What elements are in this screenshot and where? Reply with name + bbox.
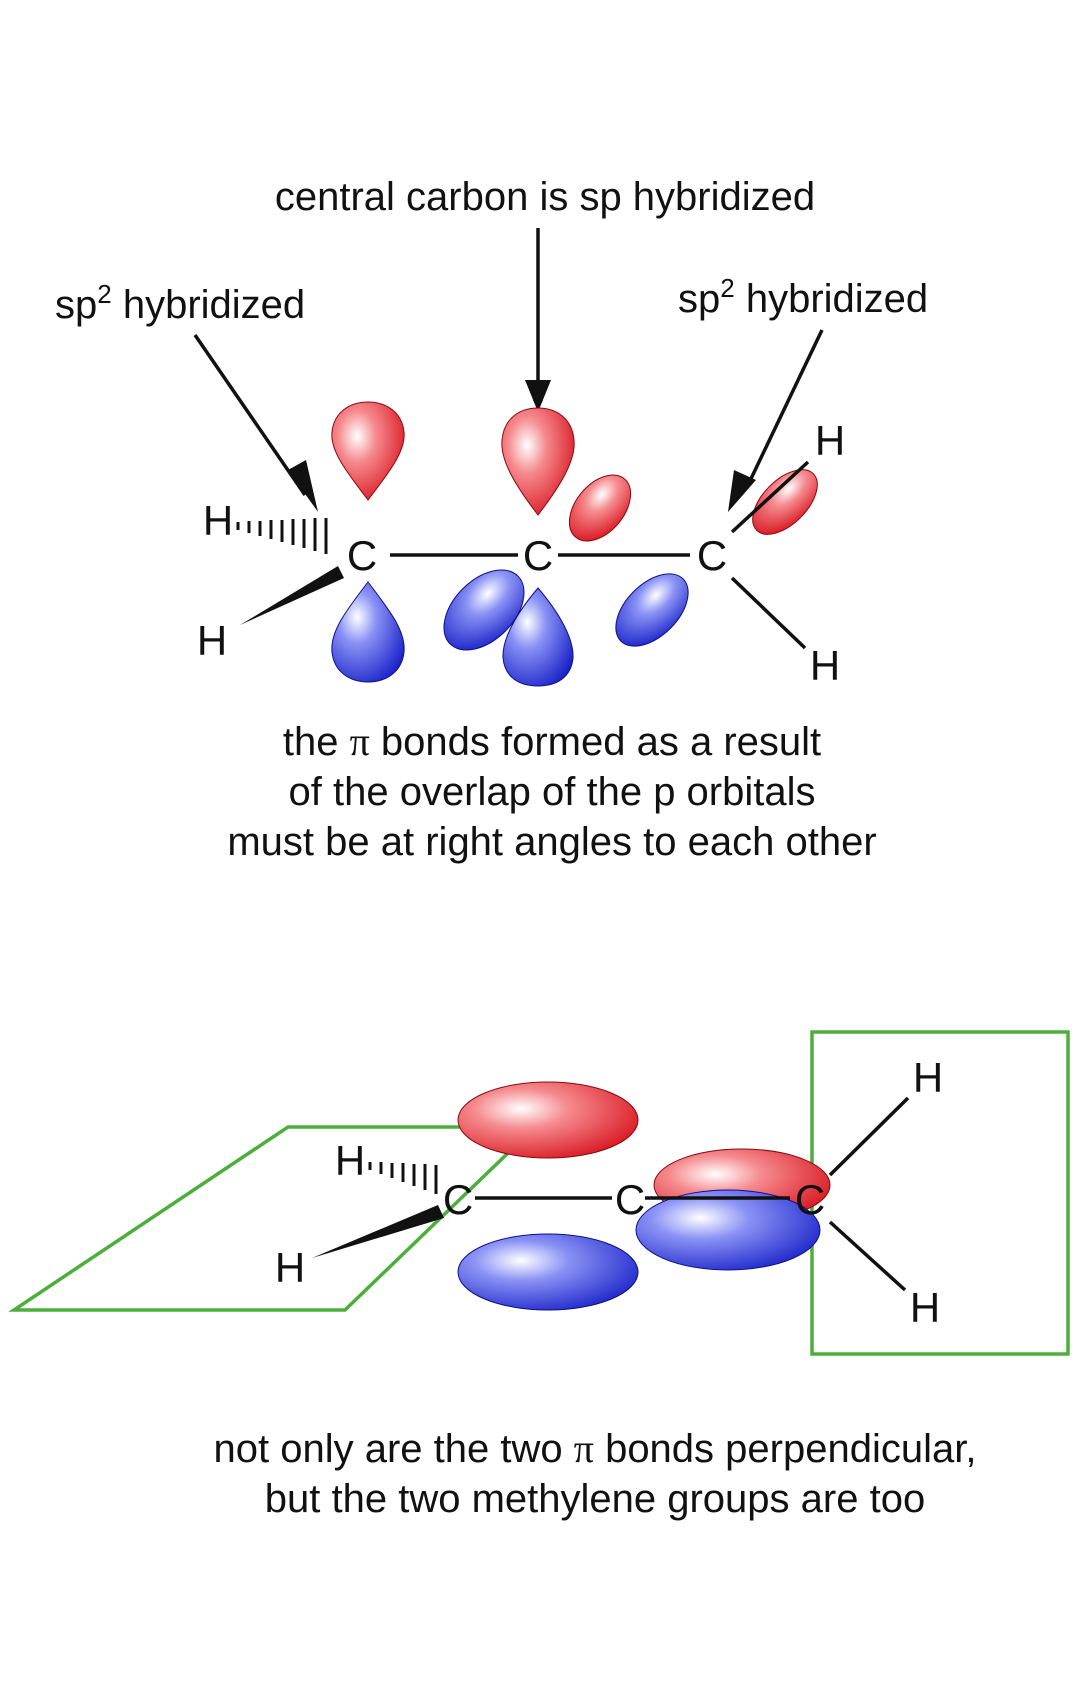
right-p-orbital-bottom-lobe-flat <box>635 1189 821 1271</box>
atom-c-left-bottom: C <box>443 1176 473 1223</box>
bond-c3-h-bottom <box>730 576 807 650</box>
center-angled-orbital-lower-lobe <box>443 569 525 651</box>
atom-c-right-bottom: C <box>795 1176 825 1223</box>
atom-h-left-hashed-bottom: H <box>335 1137 365 1184</box>
bottom-diagram: C C C H H H H not only are the two π bon… <box>8 1030 1070 1521</box>
hashed-bond-left <box>236 518 328 554</box>
top-caption-line3: must be at right angles to each other <box>227 820 876 864</box>
left-p-orbital-bottom-lobe <box>331 581 405 683</box>
top-caption-line1: the π bonds formed as a result <box>283 719 821 764</box>
top-caption-line2: of the overlap of the p orbitals <box>289 770 816 814</box>
center-arrow-head <box>525 380 551 412</box>
atom-h-right-top-bottom: H <box>913 1054 943 1101</box>
center-angled-orbital-upper-lobe <box>568 474 632 542</box>
central-carbon-label: central carbon is sp hybridized <box>275 175 815 219</box>
wedge-bond-left <box>240 566 344 625</box>
center-p-orbital-top-lobe <box>501 407 575 516</box>
right-arrow <box>746 329 824 486</box>
right-arrow-head <box>728 470 756 512</box>
atom-c-left: C <box>347 532 377 579</box>
atom-c-center: C <box>523 532 553 579</box>
bond-c3-h-top-bottom <box>828 1096 910 1177</box>
right-angled-orbital-upper-lobe <box>752 469 818 535</box>
center-p-orbital-bottom-lobe <box>502 587 574 687</box>
left-sp2-label: sp2 hybridized <box>55 279 305 327</box>
atom-h-right-top: H <box>815 417 845 464</box>
atom-h-left-wedge: H <box>197 617 227 664</box>
left-p-orbital-top-lobe <box>331 401 405 501</box>
atom-c-center-bottom: C <box>615 1176 645 1223</box>
right-angled-orbital-lower-lobe <box>615 573 689 647</box>
left-p-orbital-top-lobe-flat <box>457 1081 639 1159</box>
left-methylene-plane <box>8 1125 540 1312</box>
atom-h-left-hashed: H <box>203 497 233 544</box>
left-arrow <box>193 334 307 496</box>
right-sp2-label: sp2 hybridized <box>678 273 928 321</box>
wedge-bond-left-bottom <box>312 1205 444 1258</box>
atom-h-right-bottom-bottom: H <box>910 1284 940 1331</box>
atom-c-right: C <box>697 532 727 579</box>
bottom-caption-line1: not only are the two π bonds perpendicul… <box>214 1426 977 1471</box>
left-arrow-head <box>288 460 318 512</box>
bottom-caption-line2: but the two methylene groups are too <box>265 1477 925 1521</box>
hashed-bond-left-bottom <box>368 1162 438 1194</box>
atom-h-left-wedge-bottom: H <box>275 1244 305 1291</box>
bond-c3-h-top <box>730 460 810 534</box>
atom-h-right-bottom: H <box>810 642 840 689</box>
bond-c3-h-bottom-bottom <box>828 1220 907 1292</box>
left-p-orbital-bottom-lobe-flat <box>457 1233 639 1311</box>
top-diagram: central carbon is sp hybridized sp2 hybr… <box>55 175 928 864</box>
